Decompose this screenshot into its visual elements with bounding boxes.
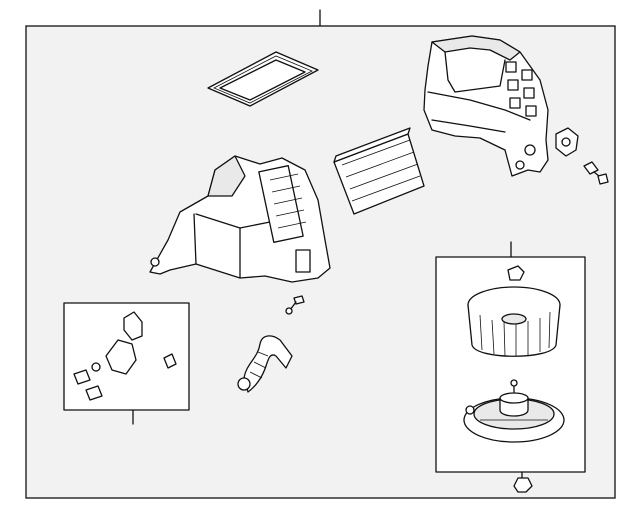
case-screw bbox=[285, 295, 305, 315]
motor-clip bbox=[507, 265, 525, 281]
blower-duct-housing bbox=[423, 35, 549, 177]
mode-link-bracket bbox=[555, 127, 579, 157]
blower-motor-assembly bbox=[435, 241, 586, 493]
blower-motor bbox=[463, 379, 565, 443]
drain-hose bbox=[237, 335, 293, 393]
housing-mounting-screw bbox=[583, 161, 609, 185]
air-filter-element bbox=[333, 127, 425, 215]
motor-retaining-nut bbox=[513, 471, 533, 493]
heater-core-case bbox=[149, 155, 331, 283]
upper-gasket-seal bbox=[207, 51, 319, 107]
blower-wheel bbox=[467, 286, 561, 357]
actuator-hardware-kit bbox=[63, 302, 190, 411]
